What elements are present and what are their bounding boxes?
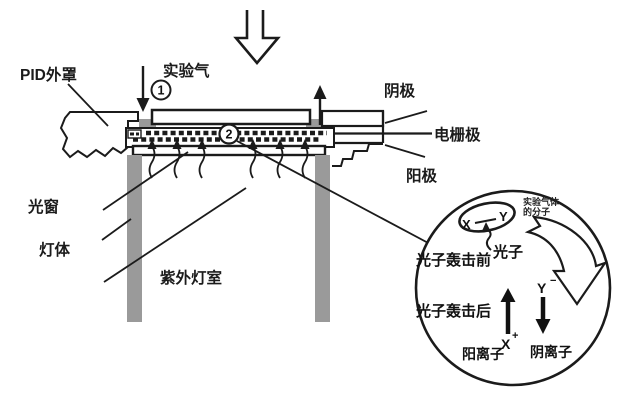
- cation-charge: +: [512, 330, 518, 342]
- housing-right-torn-edge: [332, 143, 383, 167]
- label-light-window: 光窗: [27, 197, 59, 216]
- molecule-bond: [474, 218, 497, 224]
- anion-symbol: Y: [537, 280, 547, 296]
- molecule-atom-y: Y: [499, 209, 508, 224]
- gas-inflow-arrow: [233, 10, 281, 66]
- marker-2-circle: [218, 123, 240, 145]
- marker-1-number: 1: [158, 84, 165, 98]
- anode-window-bar: [131, 144, 327, 157]
- label-lamp-body: 灯体: [39, 240, 71, 259]
- uv-chamber-leader: [103, 187, 247, 283]
- label-pid-housing: PID外罩: [20, 65, 77, 84]
- anion-charge: −: [550, 275, 556, 287]
- label-photon: 光子: [492, 243, 523, 261]
- housing-right-plate: [320, 109, 385, 128]
- label-cathode: 阴极: [384, 81, 416, 100]
- pid-housing-shape: [59, 111, 139, 159]
- reaction-curved-arrow: [524, 215, 608, 306]
- label-before-bombardment: 光子轰击前: [415, 251, 491, 269]
- gas-inlet-arrowhead: [136, 98, 150, 112]
- cation-symbol: X: [501, 336, 511, 352]
- gas-inlet-pad: [139, 119, 156, 129]
- marker-1-circle: [150, 79, 172, 101]
- photon-arrowhead: [482, 222, 491, 232]
- marker-2-number: 2: [226, 128, 233, 142]
- cation-arrowhead: [500, 288, 516, 302]
- pid-housing-leader: [67, 83, 109, 127]
- cathode-leader: [384, 110, 428, 124]
- lamp-body-leader: [101, 218, 132, 241]
- label-uv-chamber: 紫外灯室: [160, 268, 222, 287]
- gas-outlet-pad: [306, 119, 322, 129]
- anion-arrowhead: [535, 319, 551, 334]
- inset-leader: [236, 140, 433, 246]
- gas-outlet-arrowhead: [313, 85, 327, 99]
- lamp-pillar-left: [127, 155, 142, 322]
- label-grid-electrode: 电栅极: [434, 125, 481, 144]
- grid-end-block-dash: [136, 132, 139, 136]
- label-anion: 阴离子: [530, 344, 572, 360]
- cathode-plate: [150, 108, 312, 126]
- grid-end-block: [127, 129, 142, 139]
- label-cation: 阳离子: [462, 346, 504, 362]
- lamp-pillar-right: [315, 155, 330, 322]
- light-window-leader: [102, 151, 189, 211]
- label-after-bombardment: 光子轰击后: [415, 302, 491, 320]
- label-anode: 阳极: [406, 166, 438, 185]
- label-sample-gas: 实验气: [163, 61, 210, 80]
- anode-leader: [384, 144, 426, 158]
- molecule-atom-x: X: [462, 217, 471, 232]
- molecule-caption-2: 的分子: [523, 206, 550, 217]
- grid-end-block-dash: [130, 132, 134, 136]
- molecule-caption-1: 实验气体: [523, 196, 560, 207]
